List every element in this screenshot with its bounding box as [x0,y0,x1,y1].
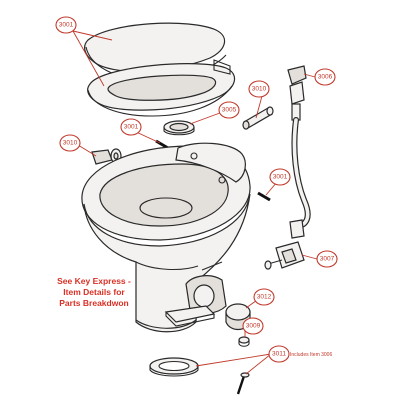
callout-label: 3009 [246,323,261,330]
long-bolt-part [236,372,250,395]
parts-note: See Key Express - Item Details for Parts… [57,276,131,308]
callout-seat-lid: 3001 [55,16,77,34]
bracket-part [91,148,122,165]
seat-opening [107,74,217,101]
callout-label: 3001 [59,22,74,29]
valve-part [264,241,305,270]
callout-button: 3009 [242,317,264,335]
includes-note: Includes Item 3006 [290,352,332,358]
toilet-bowl [81,142,251,333]
callout-label: 3001 [273,174,288,181]
note-line-2: Item Details for [63,287,125,297]
callout-bolt-upper: 3001 [120,118,142,136]
callout-grommet: 3005 [218,101,240,119]
button-part [238,336,250,347]
callout-label: 3005 [222,107,237,114]
callout-label: 3010 [63,140,78,147]
bolt-right-part [257,191,271,202]
callout-bolt-right: 3001 [269,168,291,186]
seat-edge [87,85,233,117]
tube-part [242,106,274,130]
callout-flange-seal: 3011 [268,345,290,363]
callout-bracket: 3010 [59,134,81,152]
lid [84,22,226,72]
callout-label: 3012 [257,294,272,301]
grommet-part [163,120,195,136]
bowl-body [83,193,251,333]
flange-seal-part [149,357,199,377]
callout-label: 3011 [272,351,286,358]
callout-tube: 3010 [248,80,270,98]
callout-connector: 3006 [314,68,336,86]
hinge [213,59,231,75]
callout-label: 3001 [124,124,139,131]
callout-label: 3006 [318,74,333,81]
callout-pedal-cap: 3012 [253,288,275,306]
callout-valve: 3007 [316,250,338,268]
water-hose [289,117,311,239]
note-line-3: Parts Breakdwon [59,298,128,308]
bowl-inner [99,163,229,227]
seat-lid-assembly [84,22,236,117]
callout-label: 3010 [252,86,267,93]
callout-label: 3007 [320,256,335,263]
connector-part [287,65,307,121]
note-line-1: See Key Express - [57,276,131,286]
